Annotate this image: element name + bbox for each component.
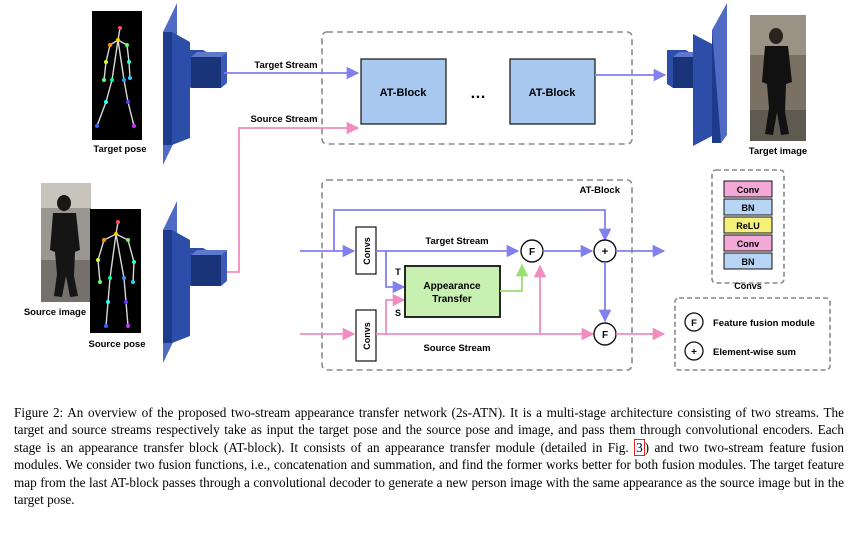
legend-sum-label: Element-wise sum [713,347,796,358]
convs-layer-bn-1 [723,198,773,216]
convs-box-bottom [355,309,377,362]
appearance-transfer-module [404,265,501,318]
ellipsis: … [470,85,486,102]
convs-layer-label-0: Conv [737,185,760,195]
legend-fusion-label: Feature fusion module [713,318,815,329]
convs-layer-label-2: ReLU [736,221,760,231]
source-stream-label: Source Stream [250,114,317,125]
target-pose-label: Target pose [93,144,146,155]
at-block-chain-box [321,31,633,145]
convs-layer-conv-0 [723,180,773,198]
target-to-appearance [385,251,406,294]
convs-layer-relu-2 [723,216,773,234]
target-pose-encoder [163,3,227,165]
legend-sum-icon [684,341,704,361]
source-to-appearance [385,293,406,334]
convs-layer-label-3: Conv [737,239,760,249]
figure-reference-link[interactable]: 3 [634,438,645,456]
caption-text-2: ) and two two-stream feature fusion modu… [14,439,844,508]
decoder [667,3,727,146]
at-block-1 [360,58,447,125]
source-image-label: Source image [24,307,86,318]
fusion-top-symbol: F [529,247,535,258]
at-block-n [509,58,596,125]
fusion-bottom-symbol: F [602,330,608,341]
convs-layer-label-1: BN [742,203,755,213]
at-block-detail-title: AT-Block [580,185,621,196]
source-stream-arrow [222,121,360,273]
source-image [41,183,91,302]
inner-target-stream-label: Target Stream [425,236,488,247]
appearance-output-arrow [500,263,529,292]
convs-stack-caption: Convs [734,281,762,291]
convs-stack-box [711,169,785,284]
convs-layer-bn-4 [723,252,773,270]
appearance-label-line2: Transfer [432,294,472,305]
port-t: T [395,267,401,277]
source-pose-image [90,209,141,333]
inner-source-stream-label: Source Stream [423,343,490,354]
convs-layer-label-4: BN [742,257,755,267]
at-block-n-label: AT-Block [529,87,577,99]
target-stream-label: Target Stream [254,60,317,71]
figure-caption: Figure 2: An overview of the proposed tw… [14,404,844,508]
convs-layer-conv-3 [723,234,773,252]
convs-top-label: Convs [362,237,372,265]
target-image [750,15,806,141]
legend-fusion-symbol: F [691,318,697,329]
appearance-label-line1: Appearance [423,281,481,292]
target-pose-image [92,11,142,140]
legend-fusion-icon [684,312,704,332]
source-encoder [163,201,227,363]
at-block-1-label: AT-Block [380,87,428,99]
caption-text-1: Figure 2: An overview of the proposed tw… [14,405,844,455]
target-skip-line [333,209,612,251]
convs-bottom-label: Convs [362,322,372,350]
symbol-legend-box [674,297,831,371]
port-s: S [395,308,401,318]
sum-symbol: + [602,246,608,258]
legend-sum-symbol: + [691,347,697,358]
architecture-diagram: Target pose Target Stream Source Stream … [24,3,831,371]
source-pose-label: Source pose [88,339,145,350]
at-block-detail-box [321,179,633,371]
target-image-label: Target image [749,146,807,157]
